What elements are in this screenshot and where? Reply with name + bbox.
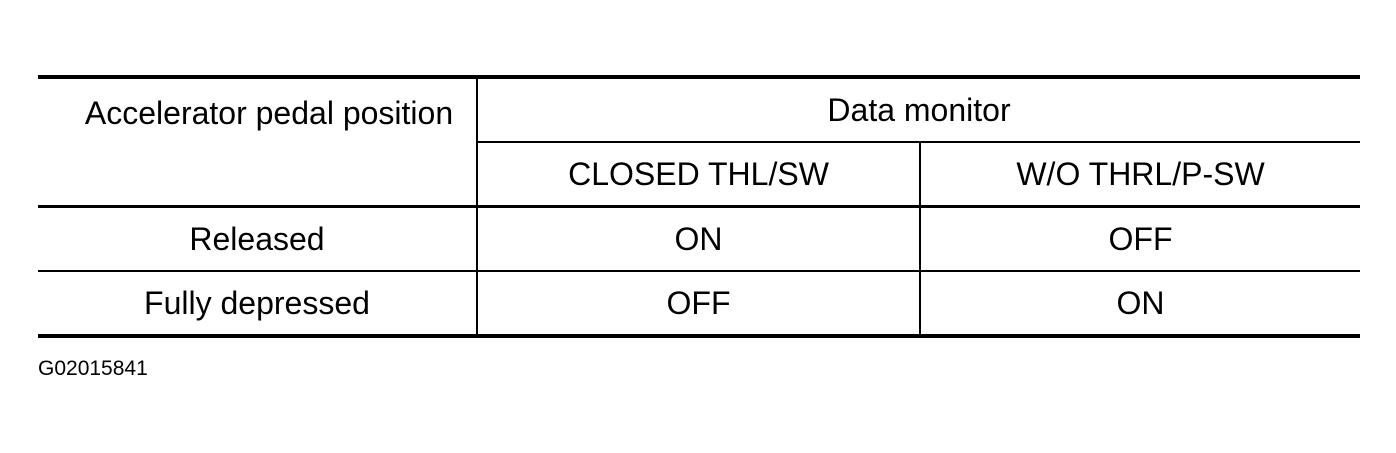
data-monitor-header: Data monitor xyxy=(477,77,1360,143)
position-cell: Released xyxy=(38,206,478,272)
wo-thrl-p-sw-cell: ON xyxy=(1116,285,1165,321)
table-row: Released ON OFF xyxy=(38,206,1360,272)
closed-thl-sw-cell: OFF xyxy=(477,271,921,336)
pedal-position-header: Accelerator pedal position xyxy=(38,77,478,208)
figure-id-label: G02015841 xyxy=(38,357,148,380)
position-cell: Fully depressed xyxy=(38,271,478,336)
closed-thl-sw-cell: ON xyxy=(477,206,921,272)
closed-thl-sw-header: CLOSED THL/SW xyxy=(477,142,921,208)
table-subheader-row: CLOSED THL/SW W/O THRL/P-SW xyxy=(38,142,1360,208)
table-row: Fully depressed OFF ON xyxy=(38,271,1360,336)
wo-thrl-p-sw-cell: OFF xyxy=(920,206,1360,272)
table-header-row: Accelerator pedal position Data monitor xyxy=(38,77,1360,208)
monitor-spec-table: Accelerator pedal position Data monitor … xyxy=(38,75,1360,338)
wo-thrl-p-sw-header: W/O THRL/P-SW xyxy=(920,142,1360,208)
